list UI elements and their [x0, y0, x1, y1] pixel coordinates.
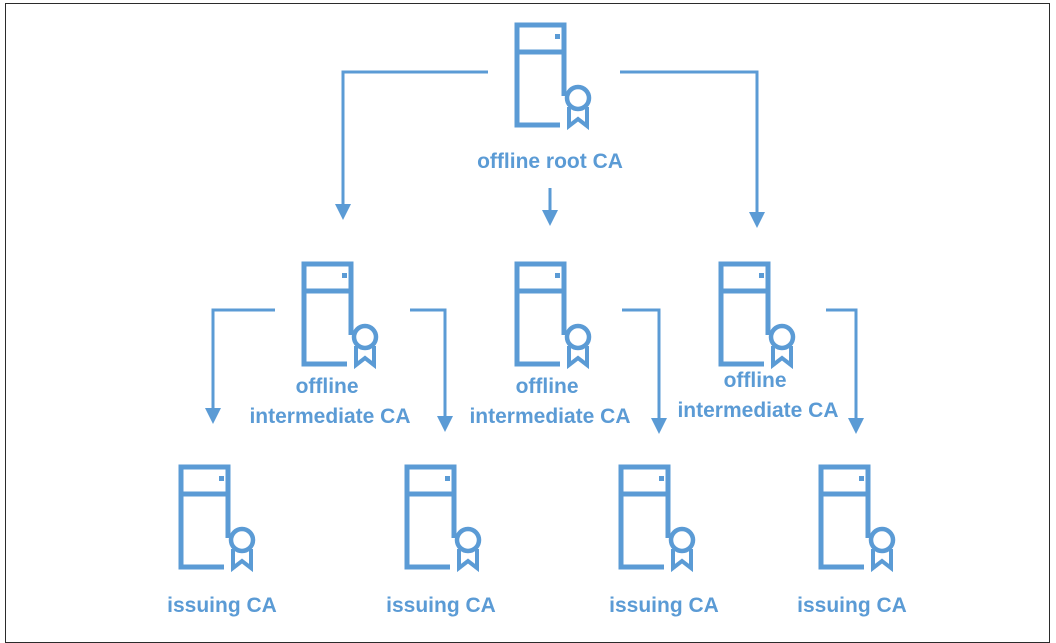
arrow-root-to-intermediate-3 — [620, 70, 765, 228]
root-server-certificate-icon — [514, 22, 592, 131]
issuing-3-server-certificate-icon — [618, 464, 696, 573]
issuing-1-server-certificate-icon — [178, 464, 256, 573]
issuing-4-server-certificate-icon — [818, 464, 896, 573]
root-ca-label: offline root CA — [477, 150, 623, 173]
intermediate-2-server-certificate-icon — [514, 261, 592, 370]
issuing-ca-2-label: issuing CA — [386, 594, 496, 617]
issuing-ca-1-label: issuing CA — [167, 594, 277, 617]
intermediate-3-server-certificate-icon — [718, 261, 796, 370]
ca-hierarchy-diagram: offline root CA offline intermediate CA … — [167, 22, 907, 617]
issuing-ca-4-label: issuing CA — [797, 594, 907, 617]
arrow-intermediate-1-to-issuing-1 — [205, 308, 275, 424]
arrow-intermediate-1-to-issuing-2 — [410, 308, 453, 432]
arrow-root-to-intermediate-1 — [335, 70, 488, 220]
arrow-intermediate-3-to-issuing-4 — [826, 308, 864, 434]
intermediate-1-server-certificate-icon — [301, 261, 379, 370]
intermediate-ca-1-label: offline intermediate CA — [249, 375, 410, 428]
intermediate-ca-3-label: offline intermediate CA — [677, 369, 838, 422]
issuing-ca-3-label: issuing CA — [609, 594, 719, 617]
arrow-intermediate-2-to-issuing-3 — [622, 308, 667, 434]
intermediate-ca-2-label: offline intermediate CA — [469, 375, 630, 428]
issuing-2-server-certificate-icon — [404, 464, 482, 573]
